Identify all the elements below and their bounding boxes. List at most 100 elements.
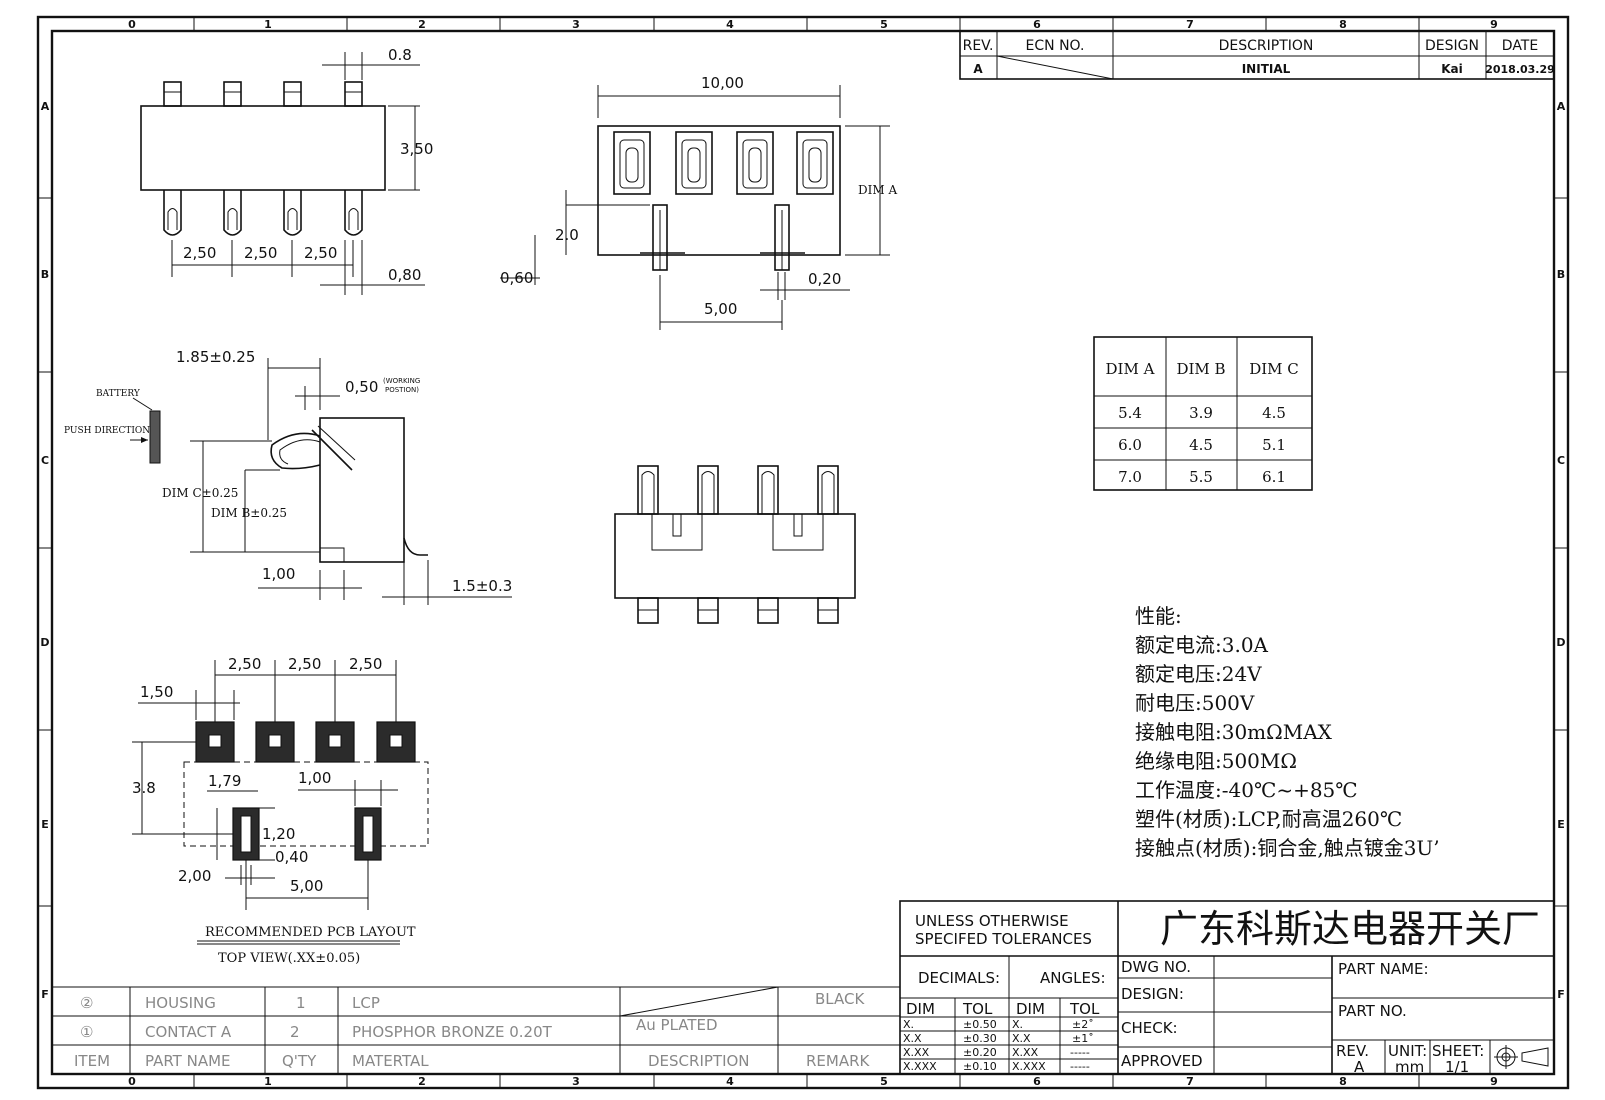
spec-line: 额定电压:24V bbox=[1135, 662, 1262, 686]
angle-tol: ±1˚ bbox=[1072, 1032, 1094, 1045]
angle-tol: ----- bbox=[1070, 1046, 1090, 1059]
dim-pin-width: 0.8 bbox=[388, 46, 412, 64]
unit-label: UNIT: bbox=[1388, 1042, 1427, 1060]
sheet-label: SHEET: bbox=[1432, 1042, 1484, 1060]
row-label-left: C bbox=[41, 454, 49, 467]
dim-table-cell: 4.5 bbox=[1262, 404, 1286, 422]
column-dividers bbox=[193, 17, 1420, 1088]
approved-label: APPROVED bbox=[1121, 1052, 1203, 1070]
decimal-dim: X.X bbox=[903, 1032, 922, 1045]
spec-line: 额定电流:3.0A bbox=[1135, 633, 1269, 657]
col-label-top: 0 bbox=[128, 18, 136, 31]
bom-table: ② HOUSING 1 LCP BLACK ① CONTACT A 2 PHOS… bbox=[51, 986, 901, 1075]
row-label-left: B bbox=[41, 268, 49, 281]
dim-table-cell: 6.0 bbox=[1118, 436, 1142, 454]
rev-value: A bbox=[973, 62, 983, 76]
dim-pitch: 2,50 bbox=[183, 244, 216, 262]
spec-line: 接触点(材质):铜合金,触点镀金3U’ bbox=[1135, 836, 1440, 860]
top-view: 0.8 3,50 2,50 2,50 2,50 0,80 bbox=[140, 46, 433, 295]
spec-line: 性能: bbox=[1135, 604, 1182, 628]
decimals-label: DECIMALS: bbox=[918, 969, 1000, 987]
bom-item: ① bbox=[80, 1023, 93, 1041]
bom-header-material: MATERTAL bbox=[352, 1052, 429, 1070]
dim-060: 0,60 bbox=[500, 269, 533, 287]
side-view: BATTERY PUSH DIRECTION 1.85±0.25 0,50 (W… bbox=[64, 348, 512, 605]
dim-table-header: DIM C bbox=[1249, 360, 1299, 378]
date-value: 2018.03.29 bbox=[1485, 63, 1555, 76]
bom-material: LCP bbox=[352, 994, 380, 1012]
pcb-dim-pitch: 2,50 bbox=[288, 655, 321, 673]
bom-part-name: CONTACT A bbox=[145, 1023, 232, 1041]
bom-part-name: HOUSING bbox=[145, 994, 216, 1012]
description-value: INITIAL bbox=[1242, 62, 1291, 76]
bom-header-qty: Q'TY bbox=[282, 1052, 317, 1070]
row-label-left: E bbox=[41, 818, 49, 831]
col-label-top: 9 bbox=[1490, 18, 1498, 31]
col-label-top: 1 bbox=[264, 18, 272, 31]
angles-label: ANGLES: bbox=[1040, 969, 1106, 987]
col-label-bottom: 7 bbox=[1186, 1075, 1194, 1088]
dim-table-cell: 5.4 bbox=[1118, 404, 1142, 422]
row-label-right: E bbox=[1557, 818, 1565, 831]
pcb-dim-200: 2,00 bbox=[178, 867, 211, 885]
revision-block: REV. ECN NO. DESCRIPTION DESIGN DATE A I… bbox=[959, 30, 1555, 80]
dim-185: 1.85±0.25 bbox=[176, 348, 255, 366]
bom-header-item: ITEM bbox=[74, 1052, 110, 1070]
rev-value: A bbox=[1354, 1058, 1365, 1076]
spec-line: 工作温度:-40℃~+85℃ bbox=[1135, 778, 1358, 802]
pcb-dim-38: 3.8 bbox=[132, 779, 156, 797]
pcb-dim-pitch: 2,50 bbox=[228, 655, 261, 673]
col-label-top: 7 bbox=[1186, 18, 1194, 31]
angle-dim: X.XX bbox=[1012, 1046, 1039, 1059]
dim-width: 10,00 bbox=[701, 74, 744, 92]
dim-height: 3,50 bbox=[400, 140, 433, 158]
dim-table-cell: 5.5 bbox=[1189, 468, 1213, 486]
dim-pitch: 2,50 bbox=[304, 244, 337, 262]
outer-border bbox=[36, 15, 1570, 1090]
row-dividers bbox=[38, 197, 1568, 907]
bom-header-remark: REMARK bbox=[806, 1052, 871, 1070]
dim-a-label: DIM A bbox=[858, 183, 897, 197]
row-label-right: B bbox=[1557, 268, 1565, 281]
specifications: 性能: 额定电流:3.0A 额定电压:24V 耐电压:500V 接触电阻:30m… bbox=[1135, 604, 1440, 860]
design-label: DESIGN: bbox=[1121, 985, 1184, 1003]
decimal-tol: ±0.10 bbox=[963, 1060, 997, 1073]
description-header: DESCRIPTION bbox=[1219, 38, 1314, 54]
check-label: CHECK: bbox=[1121, 1019, 1178, 1037]
dim-table-cell: 7.0 bbox=[1118, 468, 1142, 486]
bom-header-part: PART NAME bbox=[145, 1052, 231, 1070]
dim-b-label: DIM B±0.25 bbox=[211, 506, 287, 520]
dim-col-label: DIM bbox=[1016, 1000, 1045, 1018]
angle-dim: X.X bbox=[1012, 1032, 1031, 1045]
col-label-top: 5 bbox=[880, 18, 888, 31]
bom-header-description: DESCRIPTION bbox=[648, 1052, 750, 1070]
col-label-bottom: 5 bbox=[880, 1075, 888, 1088]
pcb-layout: 2,50 2,50 2,50 1,50 3.8 1,79 1,00 1,20 0… bbox=[132, 655, 429, 966]
row-label-left: D bbox=[40, 636, 49, 649]
pcb-layout-subtitle: TOP VIEW(.XX±0.05) bbox=[218, 951, 360, 966]
row-label-right: D bbox=[1556, 636, 1565, 649]
pcb-dim-179: 1,79 bbox=[208, 772, 241, 790]
pcb-dim-100: 1,00 bbox=[298, 769, 331, 787]
col-label-bottom: 4 bbox=[726, 1075, 734, 1088]
working-position-1: (WORKING bbox=[383, 377, 420, 385]
decimal-dim: X.XX bbox=[903, 1046, 930, 1059]
angle-tol: ----- bbox=[1070, 1060, 1090, 1073]
row-label-right: C bbox=[1557, 454, 1565, 467]
col-label-bottom: 0 bbox=[128, 1075, 136, 1088]
angle-tol: ±2˚ bbox=[1072, 1018, 1094, 1031]
col-label-top: 3 bbox=[572, 18, 580, 31]
pcb-dim-040: 0,40 bbox=[275, 848, 308, 866]
row-label-right: A bbox=[1557, 100, 1566, 113]
spec-line: 接触电阻:30mΩMAX bbox=[1135, 720, 1333, 744]
title-block: UNLESS OTHERWISE SPECIFED TOLERANCES DEC… bbox=[899, 900, 1555, 1076]
row-label-left: A bbox=[41, 100, 50, 113]
projection-symbol-icon bbox=[1494, 1045, 1549, 1069]
unit-value: mm bbox=[1395, 1058, 1424, 1076]
dim-050: 0,50 bbox=[345, 378, 378, 396]
pcb-dim-120: 1,20 bbox=[262, 825, 295, 843]
dim-table-header: DIM A bbox=[1106, 360, 1155, 378]
push-direction-label: PUSH DIRECTION bbox=[64, 426, 150, 436]
decimal-dim: X. bbox=[903, 1018, 914, 1031]
date-header: DATE bbox=[1502, 38, 1538, 54]
